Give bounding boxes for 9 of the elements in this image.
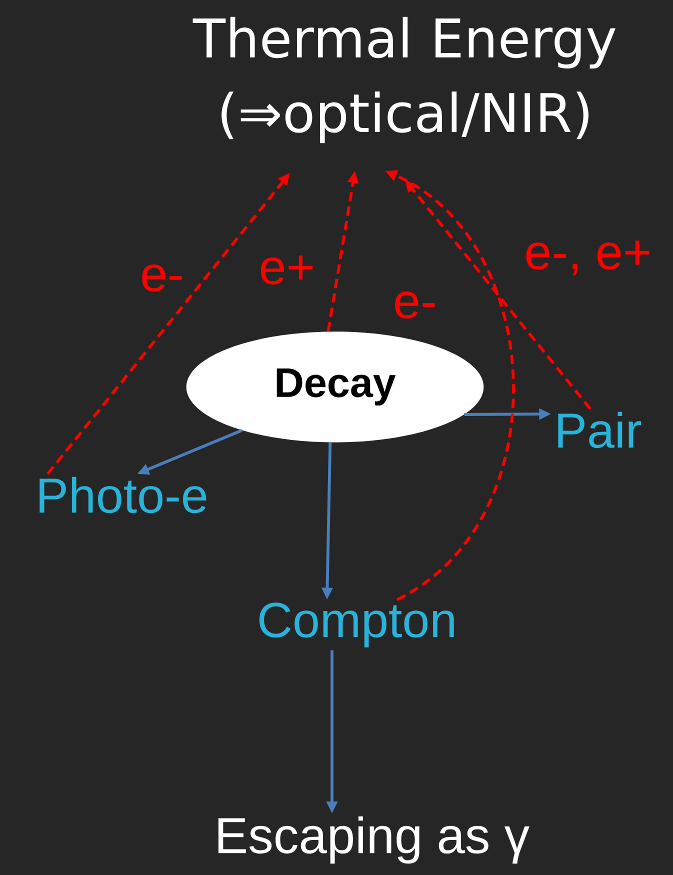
edge-label: e+ [258, 256, 316, 284]
edge-label: e- [393, 292, 437, 319]
heading-text: Thermal Energy (⇒optical/NIR) [192, 16, 616, 144]
edge-label: e- [140, 264, 184, 292]
process-label: Compton [259, 602, 454, 648]
process-label: Pair [558, 412, 642, 448]
outcome-text: Escaping as γ [218, 816, 530, 864]
edge-label: e-, e+ [524, 240, 652, 276]
process-label: Photo-e [40, 476, 206, 514]
